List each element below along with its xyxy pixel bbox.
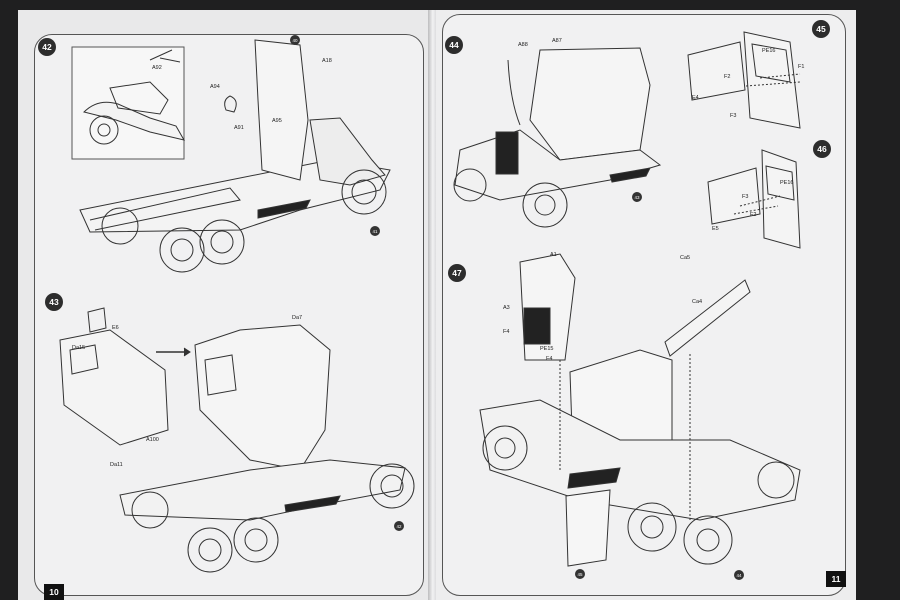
part-ref-marker: 42 (394, 521, 404, 531)
page-number-right: 11 (826, 571, 846, 587)
part-label: F1 (798, 64, 805, 70)
part-ref-marker: 40 (290, 35, 300, 45)
part-label: PE16 (780, 180, 794, 186)
step-42-number: 42 (38, 38, 56, 56)
step-43-cab-drawing (59, 307, 191, 446)
part-label: Da11 (110, 462, 123, 468)
step-45-door-drawing (687, 31, 801, 129)
page-number-left: 10 (44, 584, 64, 600)
part-label: A88 (518, 42, 528, 48)
part-label: A95 (272, 118, 282, 124)
part-label: F3 (742, 194, 749, 200)
part-label: A3 (503, 305, 510, 311)
part-ref-marker: 41 (370, 226, 380, 236)
part-label: Ca4 (692, 299, 703, 305)
part-ref-marker: 43 (632, 192, 642, 202)
part-label: E5 (712, 226, 719, 232)
part-label: PE15 (540, 346, 554, 352)
step-45-number: 45 (812, 20, 830, 38)
part-label: A87 (552, 38, 562, 44)
part-label: E6 (112, 325, 119, 331)
part-label: A91 (234, 125, 244, 131)
part-label: F4 (546, 356, 553, 362)
step-42-inset-drawing (71, 46, 186, 160)
step-47-number: 47 (448, 264, 466, 282)
part-label: A18 (322, 58, 332, 64)
step-44-truck-drawing (453, 47, 662, 228)
part-label: F2 (724, 74, 731, 80)
step-42-truck-drawing (79, 39, 391, 273)
step-44-number: 44 (445, 36, 463, 54)
part-label: A94 (210, 84, 220, 90)
part-label: PE16 (762, 48, 776, 54)
part-label: A1 (550, 252, 557, 258)
step-43-number: 43 (45, 293, 63, 311)
step-47-truck-drawing (479, 253, 801, 567)
part-label: A100 (146, 437, 159, 443)
part-label: F4 (503, 329, 510, 335)
part-label: F2 (750, 212, 757, 218)
part-label: F3 (730, 113, 737, 119)
step-46-door-drawing (707, 149, 801, 249)
part-ref-marker: 45 (575, 569, 585, 579)
part-ref-marker: 44 (734, 570, 744, 580)
step-43-truck-drawing (119, 324, 415, 573)
part-label: E4 (692, 95, 699, 101)
step-46-number: 46 (813, 140, 831, 158)
part-label: A92 (152, 65, 162, 71)
book-spine (428, 10, 436, 600)
part-label: Da7 (292, 315, 303, 321)
part-label: Da15 (72, 345, 86, 351)
part-label: Ca5 (680, 255, 691, 261)
